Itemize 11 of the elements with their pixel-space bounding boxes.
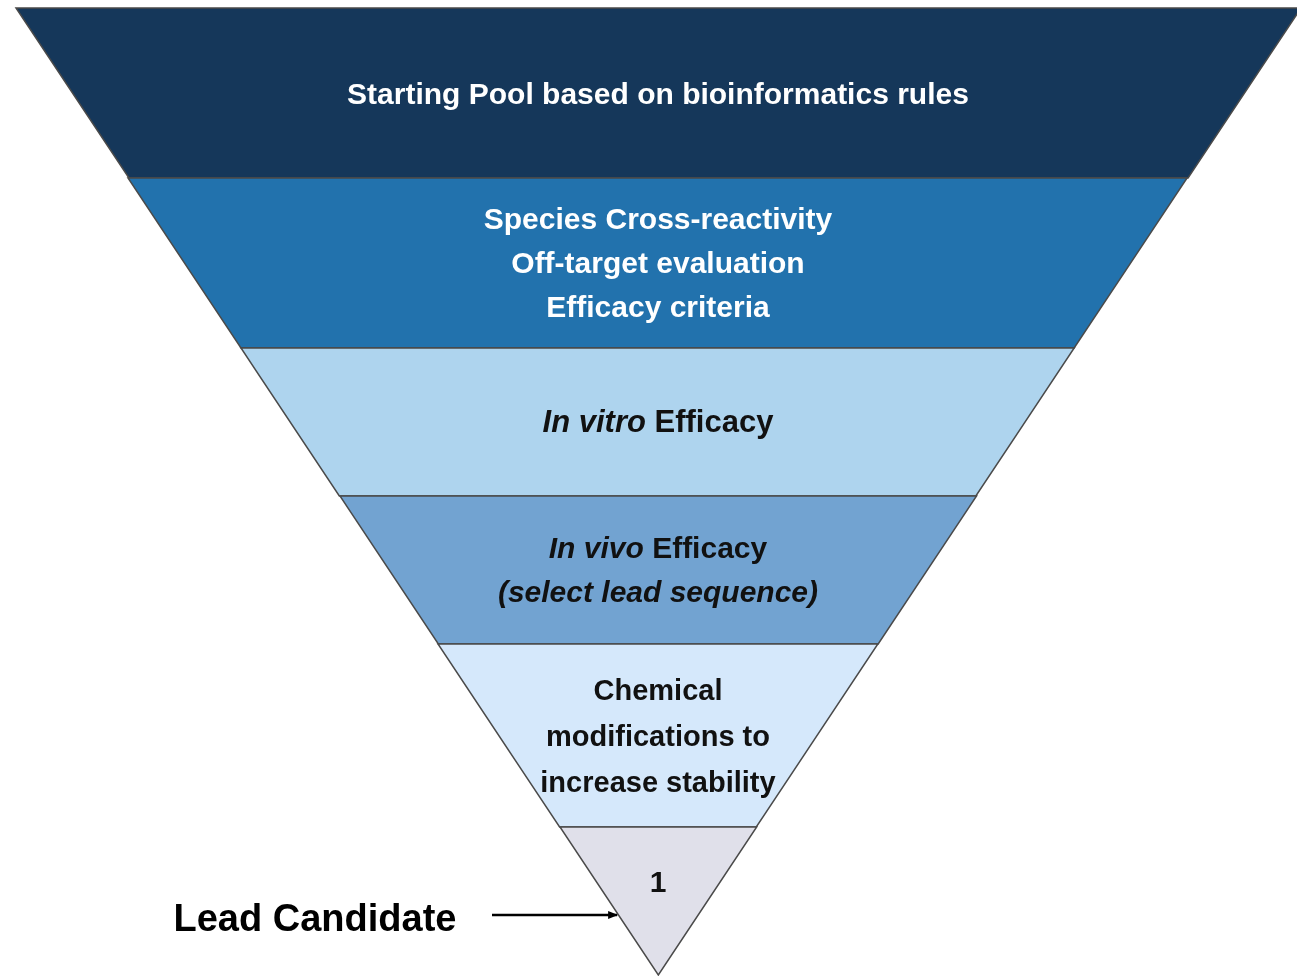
band-label: Species Cross-reactivity xyxy=(483,201,833,237)
stage-label: Lead Candidate xyxy=(173,897,457,939)
band-label: In vivo Efficacy xyxy=(548,530,768,566)
band-label: Chemical modifications to increase stability xyxy=(539,672,777,800)
band-label: Off-target evaluation xyxy=(511,245,805,281)
arrow xyxy=(492,911,619,919)
band-label: Efficacy criteria xyxy=(546,289,770,325)
band-label: (select lead sequence) xyxy=(497,574,819,610)
band-label: Starting Pool based on bioinformatics rules xyxy=(347,75,969,112)
band-label: In vitro Efficacy xyxy=(542,402,774,441)
band-label: 1 xyxy=(649,863,667,900)
